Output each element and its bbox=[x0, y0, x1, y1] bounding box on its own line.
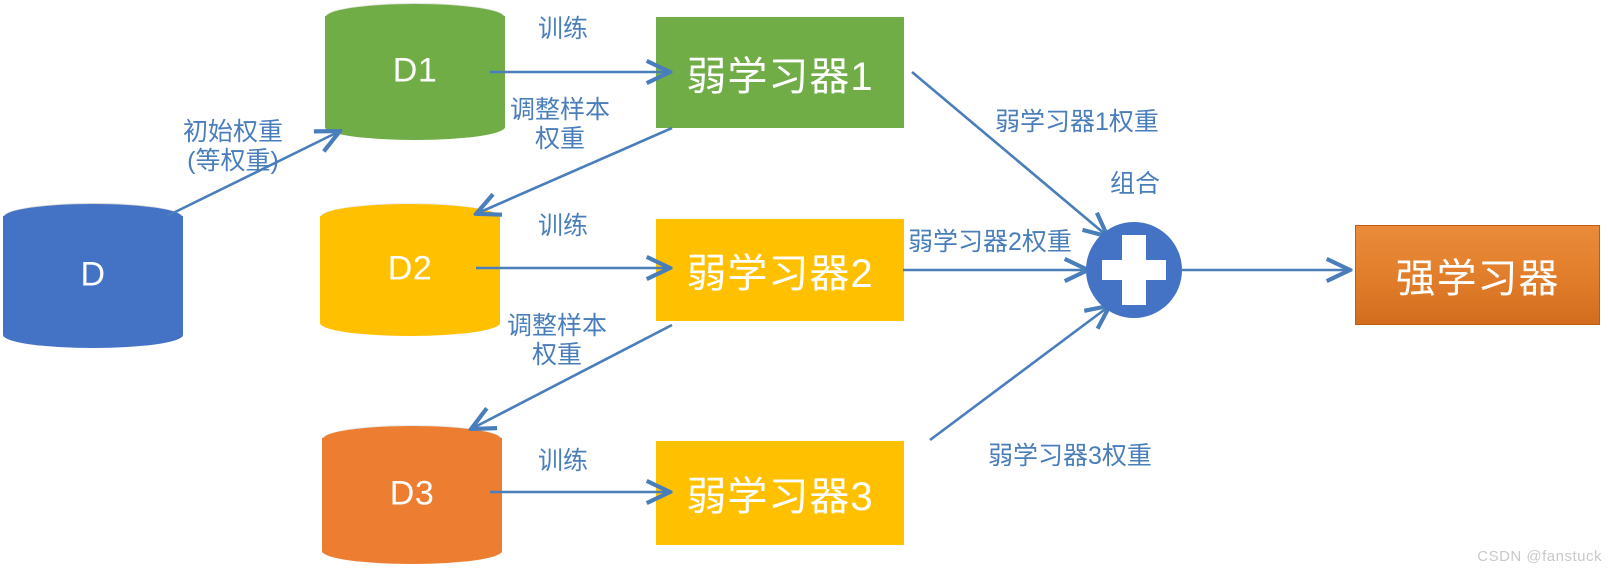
watermark: CSDN @fanstuck bbox=[1477, 548, 1602, 565]
cylinder-body bbox=[3, 216, 183, 335]
edge-label-weight-3: 弱学习器3权重 bbox=[988, 442, 1152, 470]
weak-learner-2-box[interactable]: 弱学习器2 bbox=[656, 219, 904, 321]
cylinder-body bbox=[320, 216, 500, 323]
arrow-w1-to-combine bbox=[911, 71, 1106, 235]
strong-learner-box[interactable]: 强学习器 bbox=[1355, 225, 1600, 325]
cylinder-bottom-ellipse bbox=[325, 114, 505, 140]
cylinder-bottom-ellipse bbox=[3, 322, 183, 348]
dataset-cylinder-d[interactable]: D bbox=[3, 203, 183, 348]
edge-label-weight-2: 弱学习器2权重 bbox=[908, 228, 1072, 256]
cylinder-bottom-ellipse bbox=[322, 538, 502, 564]
cylinder-bottom-ellipse bbox=[320, 310, 500, 336]
dataset-label-d2: D2 bbox=[387, 249, 433, 288]
edge-label-train-2: 训练 bbox=[537, 212, 588, 240]
weak-learner-3-box[interactable]: 弱学习器3 bbox=[656, 441, 904, 545]
weak-learner-1-box[interactable]: 弱学习器1 bbox=[656, 17, 904, 128]
dataset-label-d: D bbox=[80, 255, 106, 294]
edge-label-weight-1: 弱学习器1权重 bbox=[995, 108, 1159, 136]
combine-node-label: 组合 bbox=[1109, 170, 1160, 198]
arrow-w3-to-combine bbox=[929, 307, 1108, 442]
dataset-cylinder-d2[interactable]: D2 bbox=[320, 203, 500, 336]
cylinder-body bbox=[322, 438, 502, 551]
edge-label-adjust-2: 调整样本 权重 bbox=[506, 312, 607, 369]
plus-icon-vertical bbox=[1121, 235, 1147, 305]
dataset-label-d1: D1 bbox=[392, 51, 438, 90]
dataset-cylinder-d1[interactable]: D1 bbox=[325, 3, 505, 140]
edge-label-train-3: 训练 bbox=[537, 447, 588, 475]
edge-label-adjust-1: 调整样本 权重 bbox=[509, 96, 610, 153]
edge-label-init-weight: 初始权重 (等权重) bbox=[182, 118, 283, 175]
edge-label-train-1: 训练 bbox=[537, 15, 588, 43]
dataset-cylinder-d3[interactable]: D3 bbox=[322, 425, 502, 564]
cylinder-body bbox=[325, 16, 505, 127]
dataset-label-d3: D3 bbox=[389, 474, 435, 513]
